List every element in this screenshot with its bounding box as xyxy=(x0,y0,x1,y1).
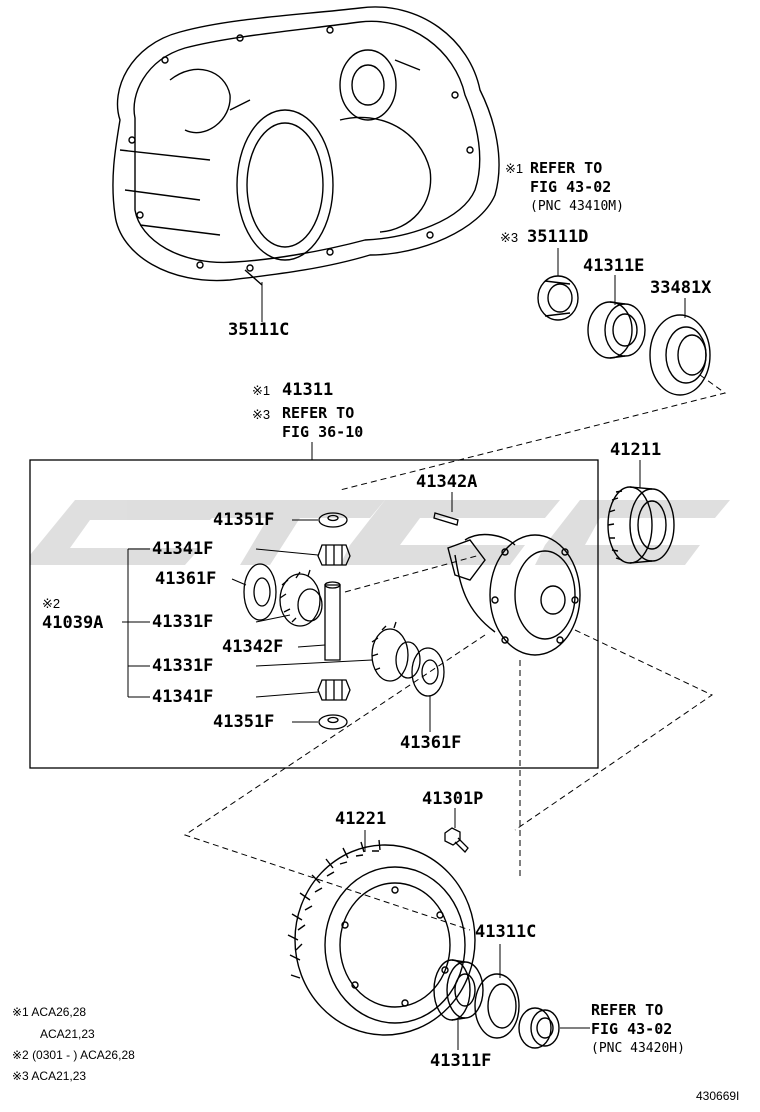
dashed-alignment-lines xyxy=(183,374,727,931)
label-41311e: 41311E xyxy=(583,256,645,276)
label-41311f: 41311F xyxy=(430,1051,492,1071)
mark-41311: ※1 xyxy=(252,383,271,398)
footnote-3: ※3 ACA21,23 xyxy=(12,1069,87,1083)
refer-to-43420h-line1: REFER TO xyxy=(591,1001,664,1019)
differential-case[interactable] xyxy=(447,533,581,656)
bolt-41301p[interactable] xyxy=(444,827,469,853)
bearing-race-33481x[interactable] xyxy=(649,314,711,396)
watermark-logo xyxy=(30,500,730,565)
label-41311: 41311 xyxy=(282,380,334,400)
label-41342f: 41342F xyxy=(222,637,284,657)
refer-to-3610: REFER TO xyxy=(282,404,355,422)
figure-id: 430669I xyxy=(696,1089,740,1103)
speedometer-drive-gear-41211[interactable] xyxy=(607,486,675,564)
thrust-washer-41361f-left[interactable] xyxy=(243,563,277,621)
label-41301p: 41301P xyxy=(422,789,484,809)
footnote-2: ※2 (0301 - ) ACA26,28 xyxy=(12,1048,135,1062)
mark-refer-3610: ※3 xyxy=(252,407,271,422)
refer-to-line1: REFER TO xyxy=(530,159,603,177)
label-41331f-bottom: 41331F xyxy=(152,656,214,676)
refer-to-line3: (PNC 43410M) xyxy=(530,199,624,214)
pinion-41341f-top[interactable] xyxy=(317,544,351,566)
ring-gear-41221[interactable] xyxy=(287,839,476,1036)
label-41351f-top: 41351F xyxy=(213,510,275,530)
label-41361f-right: 41361F xyxy=(400,733,462,753)
fig-36-10: FIG 36-10 xyxy=(282,423,364,441)
pinion-41341f-bottom[interactable] xyxy=(317,679,351,701)
bearing-41311e[interactable] xyxy=(587,301,646,359)
oil-seal-43420h[interactable] xyxy=(518,1007,560,1049)
footnote-1b: ACA21,23 xyxy=(40,1027,95,1041)
label-35111c: 35111C xyxy=(228,320,290,340)
footnote-1a: ※1 ACA26,28 xyxy=(12,1005,87,1019)
side-gear-41331f-bottom[interactable] xyxy=(371,621,421,682)
mark-35111d: ※3 xyxy=(500,230,519,245)
pin-41342a[interactable] xyxy=(433,512,459,526)
bearing-race-41311c[interactable] xyxy=(474,973,520,1039)
label-41211: 41211 xyxy=(610,440,662,460)
group-bracket-41039a xyxy=(122,519,431,732)
label-41331f-top: 41331F xyxy=(152,612,214,632)
thrust-washer-41351f-bottom[interactable] xyxy=(318,714,348,730)
differential-case-group-frame xyxy=(29,459,599,769)
thrust-washer-41351f-top[interactable] xyxy=(318,512,348,528)
bearing-41311f[interactable] xyxy=(433,959,484,1021)
oil-seal-35111d[interactable] xyxy=(537,275,579,321)
transaxle-housing-35111c[interactable] xyxy=(112,6,500,286)
label-41311c: 41311C xyxy=(475,922,537,942)
label-41342a: 41342A xyxy=(416,472,478,492)
label-41221: 41221 xyxy=(335,809,387,829)
label-35111d: 35111D xyxy=(527,227,589,247)
label-41361f-left: 41361F xyxy=(155,569,217,589)
label-41341f-top: 41341F xyxy=(152,539,214,559)
label-41039a: 41039A xyxy=(42,613,104,633)
thrust-washer-41361f-right[interactable] xyxy=(411,647,445,697)
mark-41039a: ※2 xyxy=(42,596,61,611)
label-41341f-bottom: 41341F xyxy=(152,687,214,707)
label-33481x: 33481X xyxy=(650,278,712,298)
pinion-shaft-41342f[interactable] xyxy=(324,581,341,661)
mark-ref1: ※1 xyxy=(505,161,524,176)
refer-to-line2: FIG 43-02 xyxy=(530,178,612,196)
refer-to-43420h-line2: FIG 43-02 xyxy=(591,1020,673,1038)
label-41351f-bottom: 41351F xyxy=(213,712,275,732)
side-gear-41331f-top[interactable] xyxy=(279,569,323,627)
refer-to-43420h-line3: (PNC 43420H) xyxy=(591,1041,685,1056)
